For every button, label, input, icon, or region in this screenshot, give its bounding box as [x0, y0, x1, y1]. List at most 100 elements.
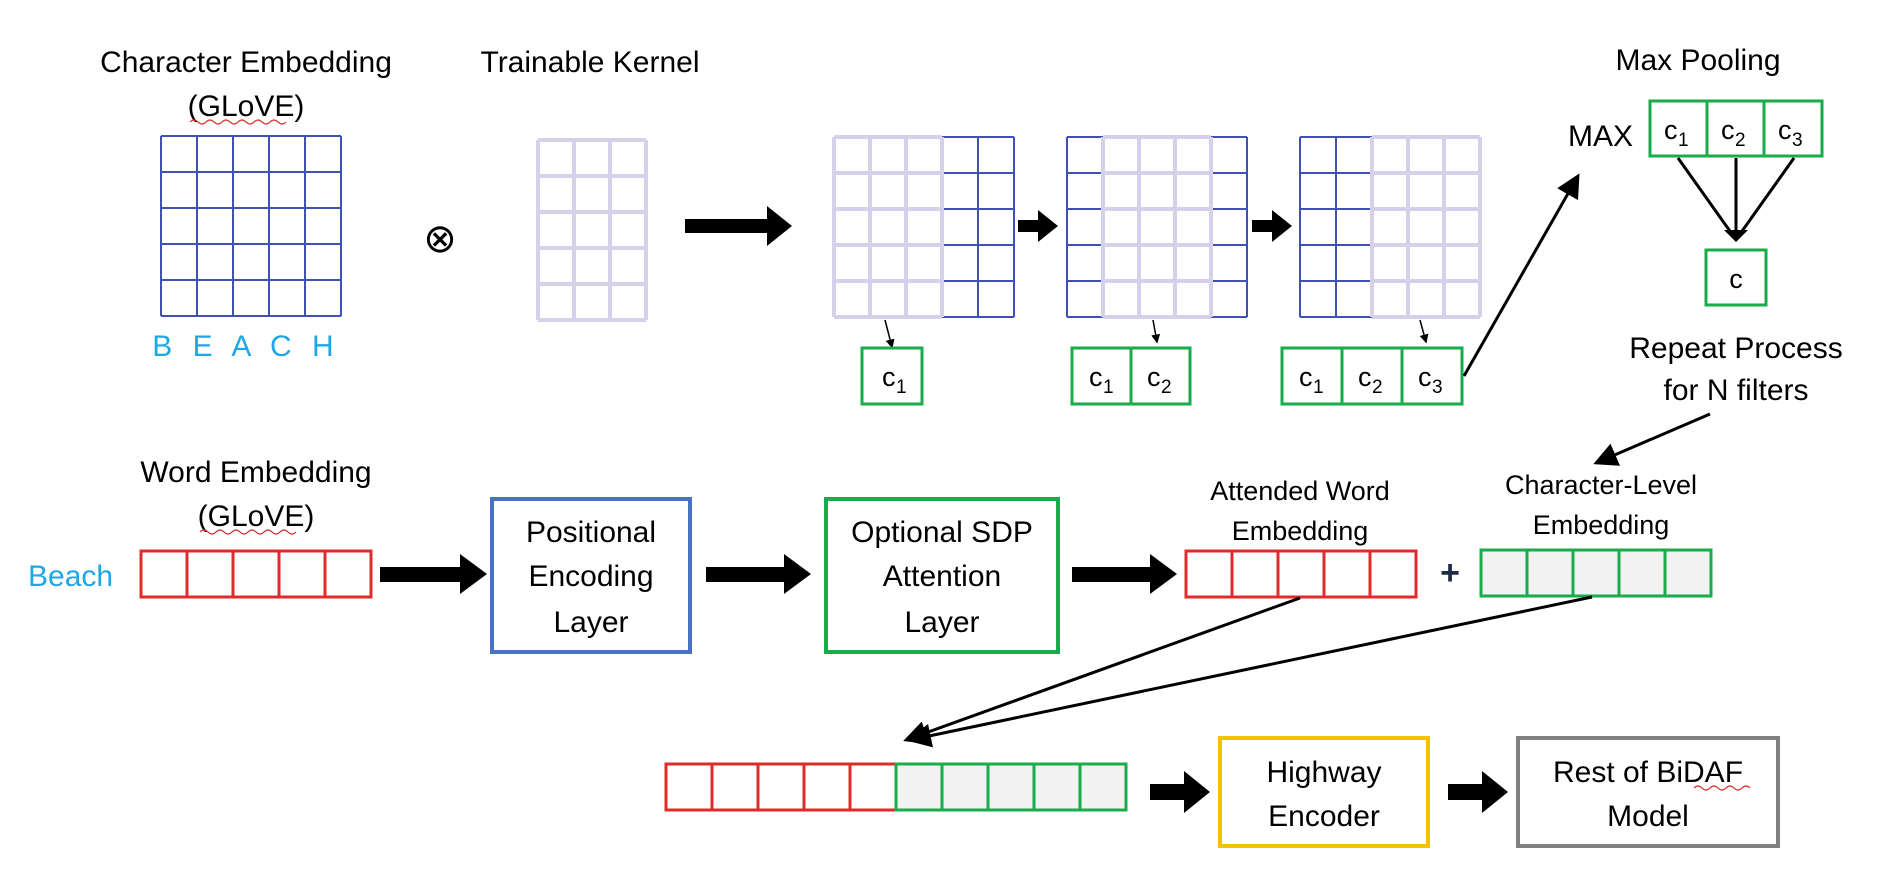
cell-c: c: [882, 362, 896, 392]
arrow-conv2-to-conv3: [1252, 210, 1292, 242]
repeat-line-2: for N filters: [1663, 374, 1808, 407]
pool-line-3: [1738, 157, 1796, 235]
bidaf-line-1: Rest of BiDAF: [1553, 756, 1743, 789]
trainable-kernel-grid: [536, 138, 648, 322]
positional-encoding-layer: Positional Encoding Layer: [490, 497, 692, 654]
cell-c: c: [1778, 115, 1792, 145]
arrow-highway-to-bidaf: [1448, 771, 1508, 813]
max-pooling-input: c 1 c 2 c 3: [1648, 99, 1824, 158]
spellcheck-underline: [189, 119, 287, 125]
cell-sub: 3: [1792, 130, 1803, 151]
concat-word-part: [664, 762, 898, 812]
convolution-step-1-grid: [832, 135, 1015, 319]
bidaf-line-2: Model: [1607, 800, 1689, 833]
arrow-conv3-output: [1419, 319, 1429, 344]
arrow-conv2-output: [1151, 319, 1161, 344]
arrow-concat-to-highway: [1150, 771, 1210, 813]
highway-line-1: Highway: [1266, 756, 1381, 789]
conv-kernel-overlay: [1101, 135, 1213, 319]
concatenated-vector: [664, 762, 1128, 812]
convolution-step-3-grid: [1299, 135, 1482, 319]
conv-input-grid: [1066, 136, 1248, 318]
word-embedding-title: Word Embedding: [140, 456, 371, 489]
sdp-attention-layer: Optional SDP Attention Layer: [824, 497, 1060, 654]
cell-c: c: [1089, 362, 1103, 392]
arrow-conv1-output: [884, 319, 895, 349]
char-level-vector: [1479, 548, 1713, 598]
arrow-word-to-positional: [380, 554, 487, 594]
cell-sub: 1: [1678, 130, 1689, 151]
char-level-line-1: Character-Level: [1505, 470, 1697, 500]
char-embedding-title: Character Embedding: [100, 46, 392, 79]
char-grid-lines: [160, 135, 342, 317]
max-result-label: c: [1729, 264, 1743, 294]
positional-line-1: Positional: [526, 516, 656, 549]
char-level-cells: [1479, 548, 1713, 598]
max-pooling-output: [1704, 248, 1768, 307]
arrow-repeat-to-char-level: [1593, 412, 1711, 466]
arrow-kernel-to-conv: [685, 206, 792, 246]
conv-output-3: c 1 c 2 c 3: [1280, 346, 1464, 406]
cell-c: c: [1664, 115, 1678, 145]
positional-line-3: Layer: [553, 606, 628, 639]
spellcheck-underline: [199, 529, 297, 535]
highway-line-2: Encoder: [1268, 800, 1380, 833]
cell-sub: 3: [1432, 377, 1443, 398]
word-cells: [139, 549, 373, 599]
concat-char-part: [894, 762, 1128, 812]
arrow-charlevel-to-concat: [907, 595, 1593, 748]
cell-sub: 1: [1313, 377, 1324, 398]
conv-kernel-overlay: [832, 135, 944, 319]
pool-arrowhead: [1724, 230, 1748, 242]
arrow-attention-to-attended: [1072, 554, 1177, 594]
arrow-positional-to-attention: [706, 554, 811, 594]
arrow-conv1-to-conv2: [1018, 210, 1058, 242]
cell-c: c: [1358, 362, 1372, 392]
arrow-to-max-pooling: [1462, 173, 1580, 377]
convolution-operator-icon: ⊗: [423, 217, 457, 261]
attended-cells: [1184, 549, 1418, 599]
attended-line-1: Attended Word: [1210, 476, 1390, 506]
cell-sub: 1: [896, 377, 907, 398]
char-embedding-subtitle: (GLoVE): [188, 90, 305, 123]
cell-sub: 2: [1372, 377, 1383, 398]
highway-encoder: Highway Encoder: [1218, 736, 1430, 848]
plus-icon: +: [1440, 554, 1460, 592]
word-embedding-subtitle: (GLoVE): [198, 500, 315, 533]
conv-output-2: c 1 c 2: [1070, 346, 1192, 406]
attention-line-2: Attention: [883, 560, 1001, 593]
arrow-attended-to-concat: [903, 596, 1301, 745]
repeat-line-1: Repeat Process: [1629, 332, 1842, 365]
cell-c: c: [1147, 362, 1161, 392]
word-beach: Beach: [28, 560, 113, 593]
conv-input-grid: [1299, 136, 1481, 318]
char-letters: B E A C H: [152, 330, 339, 363]
cell-sub: 2: [1161, 377, 1172, 398]
char-level-line-2: Embedding: [1533, 510, 1670, 540]
cell-sub: 2: [1735, 130, 1746, 151]
attention-line-3: Layer: [904, 606, 979, 639]
cell-c: c: [1418, 362, 1432, 392]
cell-c: c: [1721, 115, 1735, 145]
max-pooling-title: Max Pooling: [1615, 44, 1780, 77]
kernel-grid-lines: [536, 138, 648, 322]
conv-kernel-overlay: [1370, 135, 1482, 319]
char-embedding-grid: [160, 135, 342, 317]
attended-word-vector: [1184, 549, 1418, 599]
attended-line-2: Embedding: [1232, 516, 1369, 546]
kernel-title: Trainable Kernel: [480, 46, 699, 79]
cell-sub: 1: [1103, 377, 1114, 398]
spellcheck-underline: [1693, 785, 1751, 791]
conv-output-1: c 1: [860, 346, 924, 406]
pool-line-1: [1676, 157, 1734, 235]
word-embedding-vector: [139, 549, 373, 599]
attention-line-1: Optional SDP: [851, 516, 1033, 549]
conv-input-grid: [833, 136, 1015, 318]
max-label: MAX: [1568, 120, 1633, 153]
convolution-step-2-grid: [1066, 135, 1248, 319]
rest-of-bidaf-model: Rest of BiDAF Model: [1516, 736, 1780, 848]
positional-line-2: Encoding: [528, 560, 653, 593]
cell-c: c: [1299, 362, 1313, 392]
